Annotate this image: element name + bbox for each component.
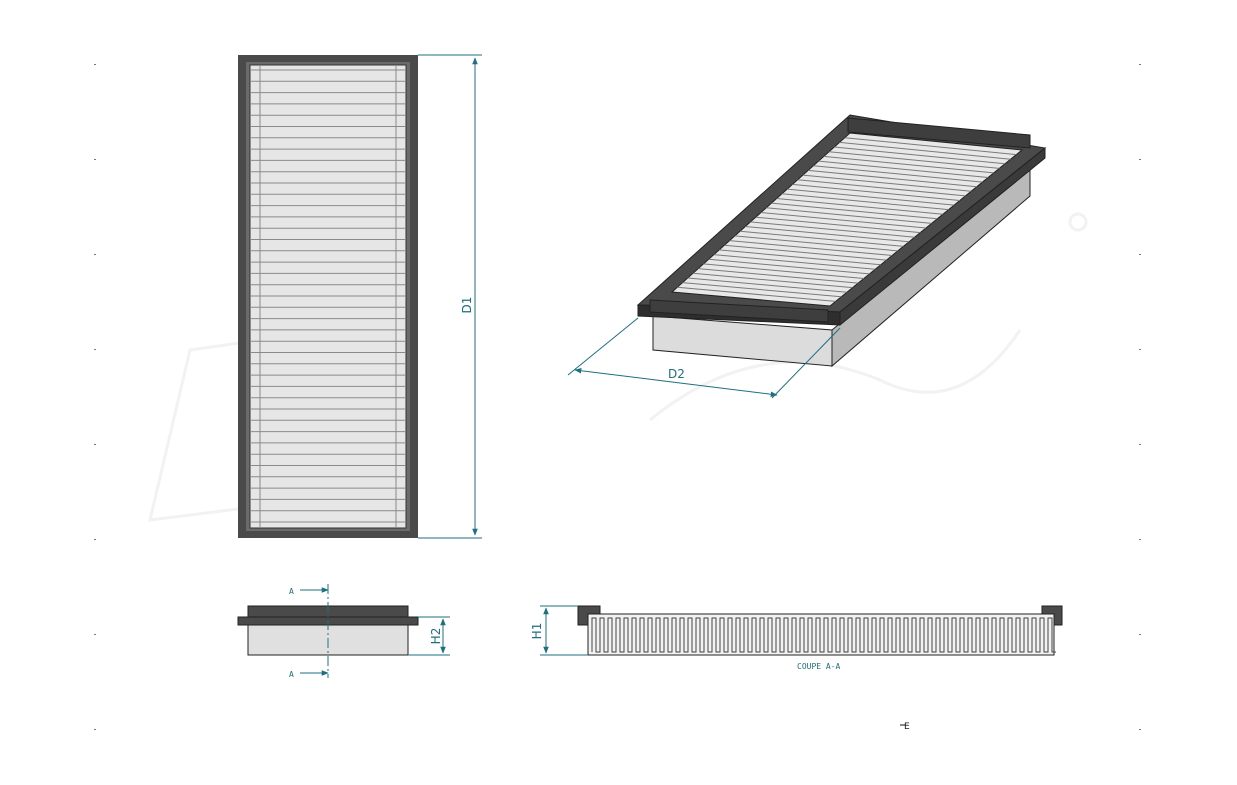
iso-pleat-line [776, 198, 943, 215]
iso-pleat-line [698, 268, 859, 284]
iso-frame-side-edge [839, 146, 1046, 327]
border-dot [94, 159, 96, 160]
border-dot [94, 444, 96, 445]
iso-pleat-line [713, 254, 876, 270]
iso-pleat-line [734, 235, 898, 252]
isometric-view [636, 114, 1047, 368]
iso-pleat-line [760, 212, 927, 229]
corner-mark: E [900, 722, 910, 732]
section-mark-bottom: A [289, 670, 294, 679]
iso-pleat-line [844, 137, 1017, 156]
border-dot [1139, 634, 1141, 635]
border-dot [1139, 444, 1141, 445]
front-view: A A [237, 584, 419, 679]
border-dot [1139, 254, 1141, 255]
iso-pleat-line [719, 249, 881, 266]
section-pleat-wave [591, 617, 1056, 653]
iso-pleat-line [839, 141, 1011, 160]
section-mark-top: A [289, 587, 294, 596]
section-view: COUPE A-A [577, 605, 1063, 671]
iso-pleat-line [792, 183, 960, 201]
border-dot [1139, 159, 1141, 160]
dimension-h2: H2 [408, 616, 450, 656]
d2-label: D2 [668, 367, 685, 381]
dimension-h1: H1 [530, 605, 588, 656]
iso-pleat-line [787, 188, 955, 206]
border-dot [94, 729, 96, 730]
dimension-d1: D1 [418, 54, 482, 539]
border-dot [94, 349, 96, 350]
iso-pleat-line [771, 202, 938, 220]
border-dot [1139, 729, 1141, 730]
iso-pleat-line [687, 277, 847, 293]
section-caption: COUPE A-A [797, 662, 841, 671]
d1-label: D1 [460, 297, 474, 314]
iso-pleat-line [766, 207, 932, 224]
border-dot [94, 64, 96, 65]
border-dot [94, 634, 96, 635]
iso-pleat-line [834, 146, 1006, 165]
iso-pleat-line [823, 155, 994, 174]
iso-pleat-line [808, 169, 977, 188]
border-dot [1139, 349, 1141, 350]
border-dot [1139, 539, 1141, 540]
iso-pleats [677, 137, 1017, 302]
iso-pleat-line [708, 258, 870, 275]
border-dot [1139, 64, 1141, 65]
iso-pleat-line [692, 272, 853, 289]
iso-pleat-line [813, 165, 983, 183]
dimension-d2: D2 [567, 317, 841, 399]
iso-pleat-line [745, 226, 910, 243]
iso-pleat-line [677, 286, 836, 302]
border-dot [94, 539, 96, 540]
iso-pleat-line [740, 230, 904, 247]
sheet-border-marks [94, 64, 1141, 730]
iso-pleat-line [802, 174, 972, 192]
top-view [238, 55, 418, 538]
iso-rim-top [847, 117, 1031, 149]
iso-pleat-line [829, 151, 1000, 169]
h2-label: H2 [429, 628, 443, 645]
iso-rim-front [649, 299, 829, 323]
iso-pleat-surface [670, 132, 1024, 307]
iso-pleat-line [797, 179, 966, 197]
iso-pleat-line [818, 160, 989, 178]
border-dot [94, 254, 96, 255]
iso-pleat-line [729, 240, 893, 256]
h1-label: H1 [530, 623, 544, 640]
iso-pleat-line [750, 221, 915, 238]
corner-mark-label: E [904, 722, 910, 732]
iso-pleat-line [703, 263, 864, 279]
iso-pleat-line [724, 244, 887, 261]
iso-pleat-line [682, 282, 842, 298]
iso-pleat-line [755, 216, 921, 234]
iso-pleat-line [781, 193, 949, 211]
top-view-pleats [251, 66, 405, 527]
